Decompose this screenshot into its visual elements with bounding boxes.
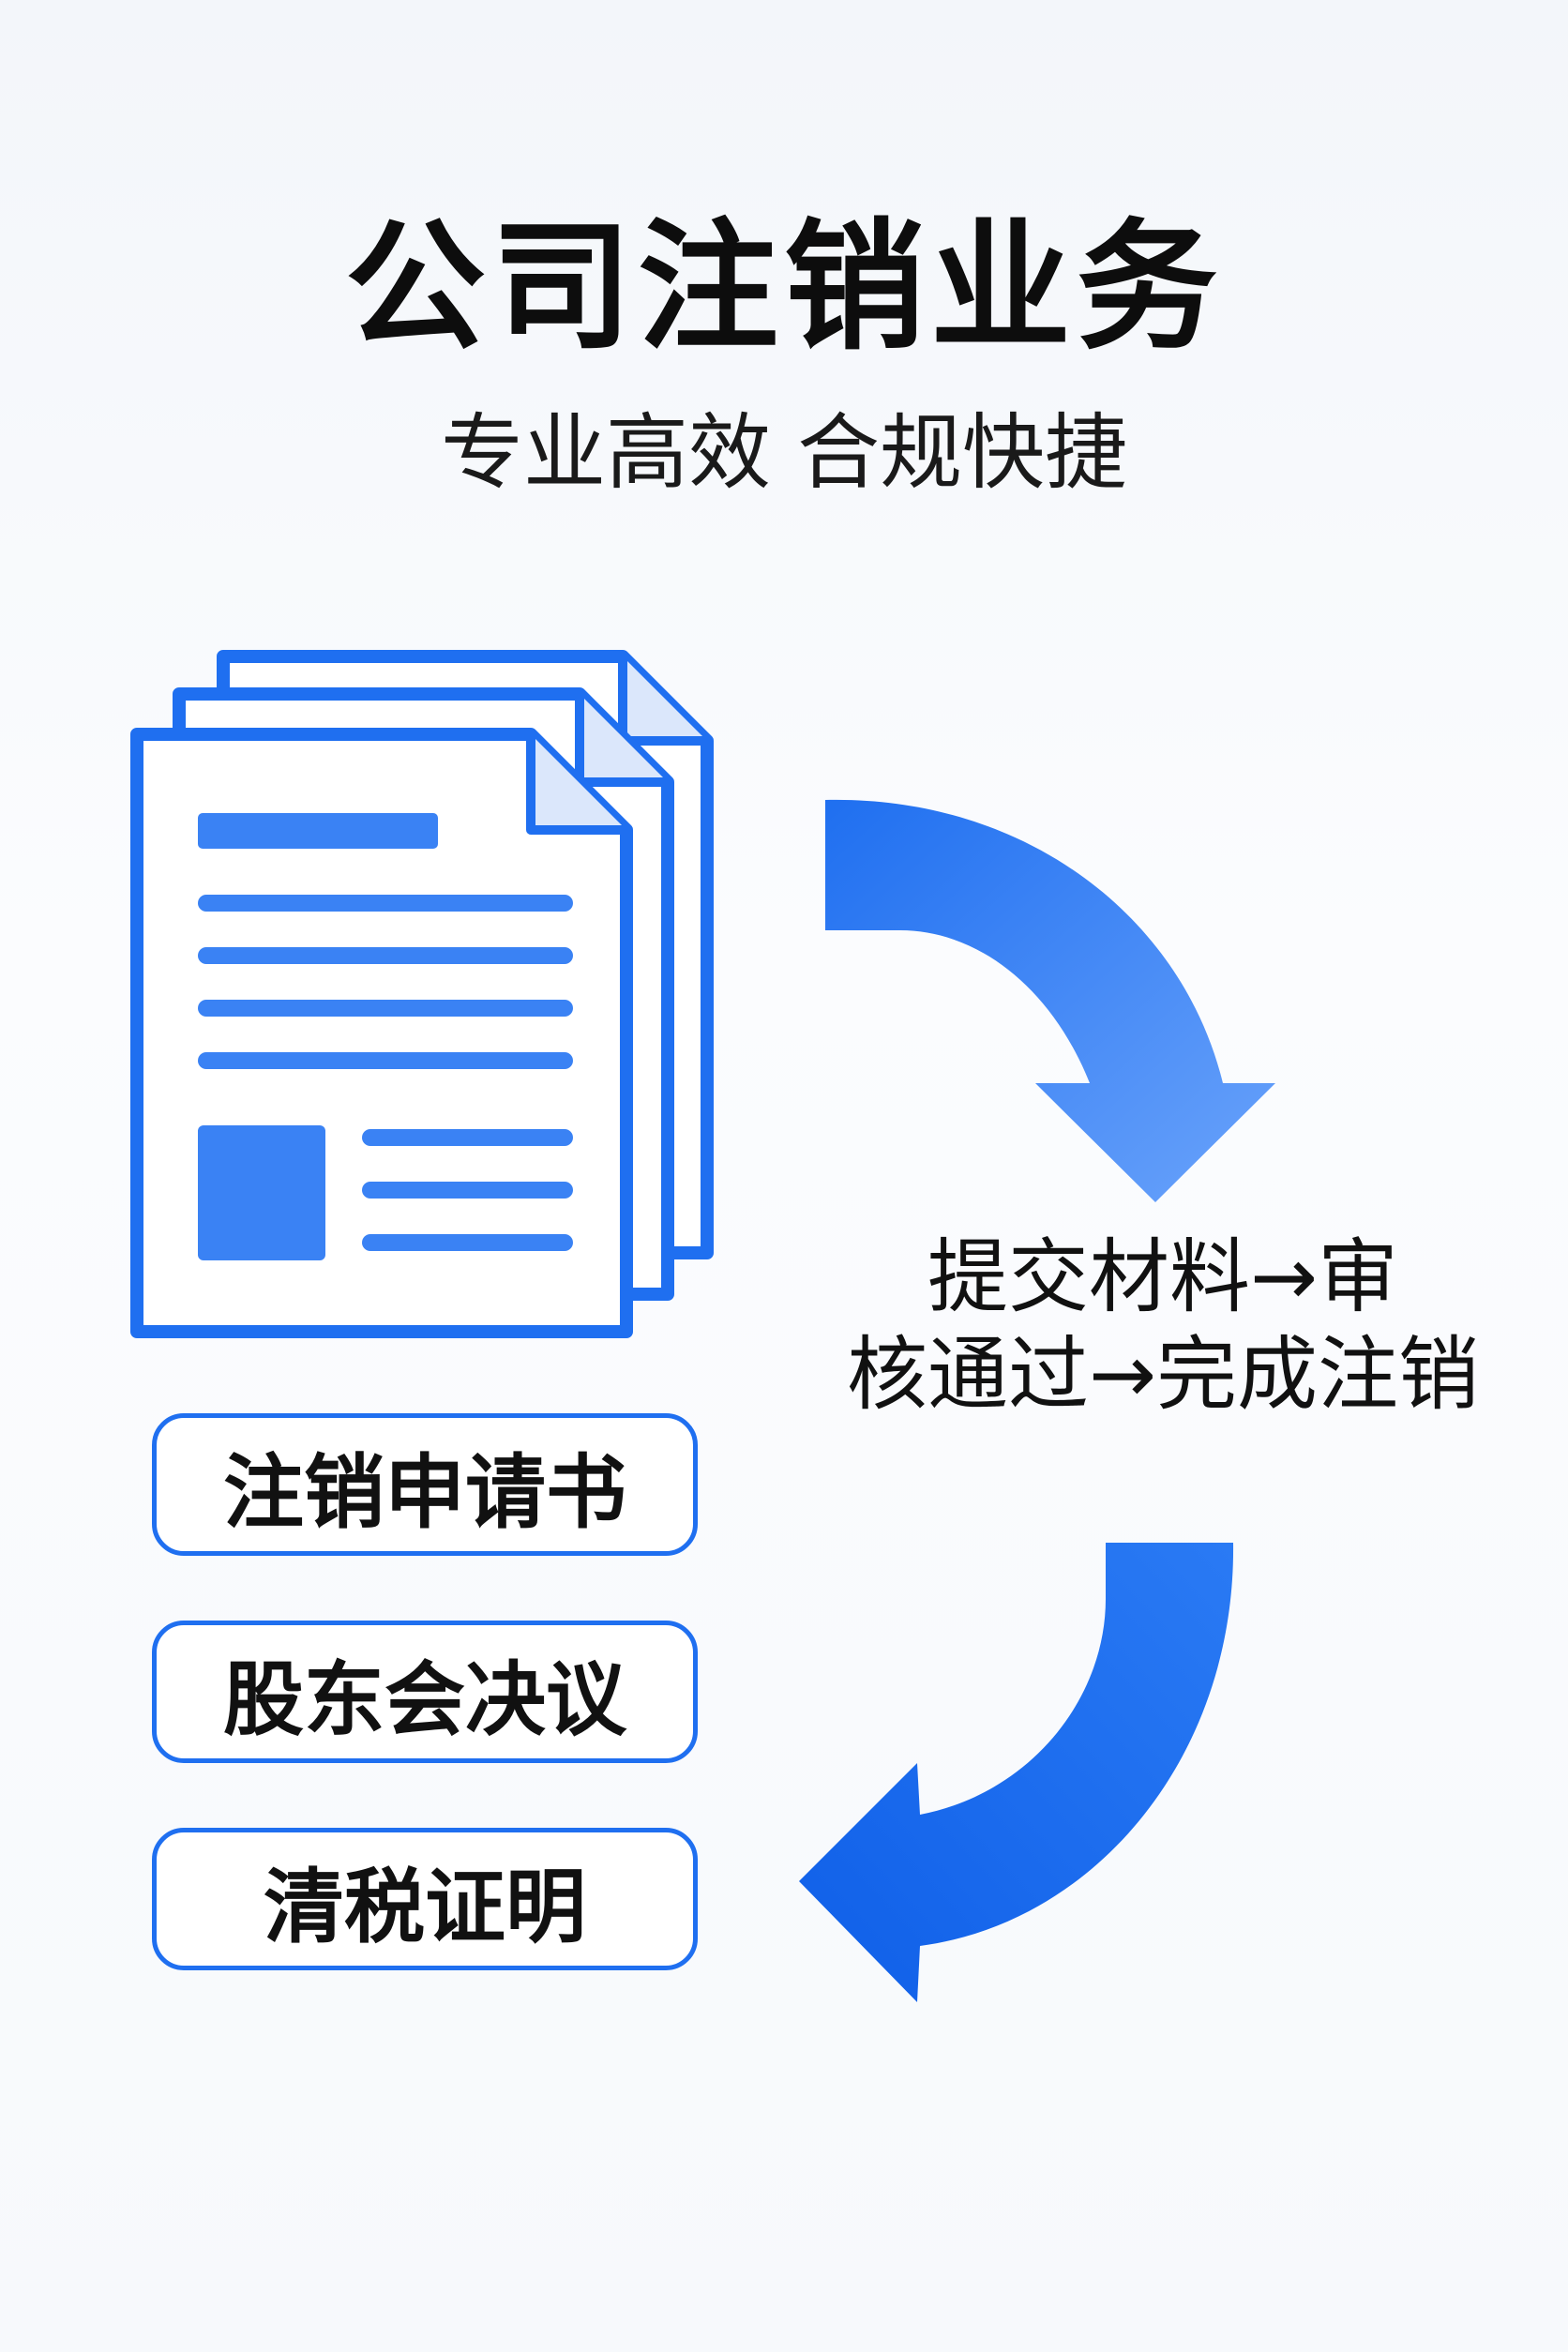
process-description: 提交材料→审 核通过→完成注销 [807, 1229, 1519, 1424]
curved-arrow-down-icon [825, 799, 1275, 1202]
document-content-icon [198, 813, 573, 1260]
document-tag: 清税证明 [152, 1828, 698, 1970]
document-tag: 股东会决议 [152, 1621, 698, 1763]
process-line-2: 核通过→完成注销 [846, 1328, 1480, 1422]
process-line-1: 提交材料→审 [927, 1230, 1399, 1324]
curved-arrow-left-icon [799, 1543, 1234, 2002]
page-subtitle: 专业高效 合规快捷 [441, 404, 1127, 501]
document-tag: 注销申请书 [152, 1413, 698, 1556]
page-title: 公司注销业务 [344, 206, 1223, 369]
